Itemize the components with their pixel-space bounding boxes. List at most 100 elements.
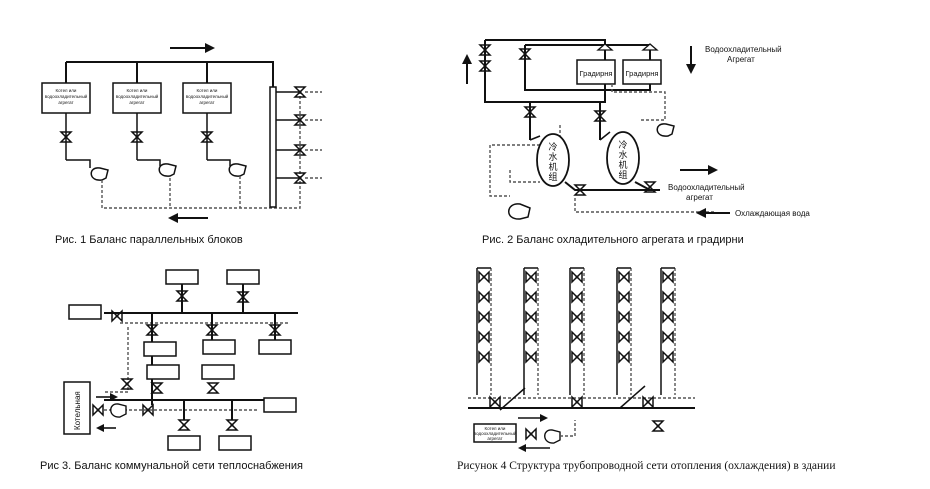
svg-text:водоохладительный: водоохладительный — [116, 93, 159, 99]
svg-text:Градирня: Градирня — [580, 69, 613, 78]
valve-icon — [571, 396, 583, 408]
radiator-valve-icon — [525, 331, 537, 343]
unit-box: Котел или водоохладительный агрегат — [112, 82, 162, 114]
figure-4-building-network: Котел или водоохладительный агрегат Рису… — [457, 267, 835, 472]
spray-head-icon — [641, 43, 659, 51]
radiator-valve-icon — [618, 291, 630, 303]
svg-text:组: 组 — [618, 169, 627, 181]
radiator-valve-icon — [525, 311, 537, 323]
boiler-room: Котельная — [63, 381, 91, 435]
label-unit-top: Агрегат — [727, 55, 755, 64]
distributor-column — [269, 86, 277, 208]
radiator-valve-icon — [662, 331, 674, 343]
spray-head-icon — [596, 43, 614, 51]
consumer-box — [167, 435, 201, 451]
radiator-valve-icon — [478, 331, 490, 343]
figure-3-caption: Рис 3. Баланс коммунальной сети теплосна… — [40, 460, 303, 472]
radiator-valve-icon — [618, 271, 630, 283]
svg-text:водоохладительный: водоохладительный — [474, 430, 517, 436]
radiator-valve-icon — [571, 291, 583, 303]
cooling-tower: Градирня — [622, 59, 662, 85]
radiator-valve-icon — [478, 291, 490, 303]
flow-arrow-right — [170, 43, 215, 53]
valve-icon — [151, 382, 163, 394]
consumer-box — [201, 364, 235, 380]
svg-text:агрегат: агрегат — [58, 100, 73, 105]
radiator-valve-icon — [571, 311, 583, 323]
figure-1-caption: Рис. 1 Баланс параллельных блоков — [55, 234, 243, 246]
radiator-valve-icon — [662, 291, 674, 303]
label-cooling-water: Охлаждающая вода — [735, 209, 810, 218]
pump-icon — [544, 429, 561, 444]
pump-icon — [656, 123, 675, 137]
radiator-valve-icon — [571, 331, 583, 343]
label-chiller-top: Водоохладительный — [705, 45, 782, 54]
svg-text:机: 机 — [618, 159, 627, 171]
valve-icon — [652, 420, 664, 432]
radiator-valve-icon — [662, 311, 674, 323]
radiator-valve-icon — [525, 291, 537, 303]
label-unit-mid: агрегат — [686, 193, 713, 202]
flow-arrow-right — [680, 165, 718, 175]
consumer-box — [202, 339, 236, 355]
valve-icon — [121, 378, 133, 390]
svg-text:机: 机 — [548, 161, 557, 173]
consumer-box — [263, 397, 297, 413]
consumer-box — [258, 339, 292, 355]
svg-text:агрегат: агрегат — [199, 100, 214, 105]
pump-icon — [158, 163, 177, 177]
radiator-valve-icon — [478, 271, 490, 283]
valve-icon — [525, 428, 537, 440]
svg-text:Котел или: Котел или — [197, 88, 218, 93]
svg-text:冷: 冷 — [548, 141, 557, 153]
consumer-box — [165, 269, 199, 285]
flow-arrow-up — [462, 54, 472, 84]
chiller: 冷 水 机 组 — [606, 131, 640, 185]
flow-arrow-left — [518, 444, 550, 452]
pump-icon — [110, 403, 127, 418]
unit-box: Котел или водоохладительный агрегат — [182, 82, 232, 114]
radiator-valve-icon — [618, 311, 630, 323]
radiator-valve-icon — [571, 271, 583, 283]
radiator-valve-icon — [662, 351, 674, 363]
valve-icon — [226, 419, 238, 431]
unit-box: Котел или водоохладительный агрегат — [41, 82, 91, 114]
label-chiller-mid: Водоохладительный — [668, 183, 745, 192]
svg-text:водоохладительный: водоохладительный — [45, 93, 88, 99]
radiator-valve-icon — [525, 351, 537, 363]
pump-icon — [90, 167, 109, 181]
valve-icon — [207, 382, 219, 394]
figure-1-parallel-units: Котел или водоохладительный агрегат Коте… — [41, 43, 322, 246]
pump-icon — [508, 203, 531, 220]
branch-valves — [276, 86, 322, 184]
flow-arrow-left — [96, 424, 116, 432]
svg-text:Котельная: Котельная — [73, 391, 82, 430]
flow-arrow-left — [696, 208, 730, 218]
radiator-valve-icon — [662, 271, 674, 283]
svg-text:агрегат: агрегат — [129, 100, 144, 105]
radiator-valve-icon — [618, 331, 630, 343]
consumer-box — [146, 364, 180, 380]
chiller: 冷 水 机 组 — [536, 133, 570, 187]
radiator-valve-icon — [618, 351, 630, 363]
radiator-valve-icon — [571, 351, 583, 363]
radiator-valve-icon — [478, 311, 490, 323]
figure-2-caption: Рис. 2 Баланс охладительного агрегата и … — [482, 234, 744, 246]
figure-2-chiller-tower: Градирня Градирня Водоохладительный Агре… — [462, 39, 810, 246]
cooling-tower: Градирня — [576, 59, 616, 85]
svg-text:水: 水 — [548, 151, 557, 163]
consumer-box — [68, 304, 102, 320]
flow-arrow-right — [96, 393, 118, 401]
figure-3-district-heating: Котельная Рис 3. Баланс коммунальной сет… — [40, 269, 303, 472]
svg-text:冷: 冷 — [618, 139, 627, 151]
consumer-box — [143, 341, 177, 357]
radiator-valve-icon — [478, 351, 490, 363]
valve-icon — [92, 404, 104, 416]
svg-text:Котел или: Котел или — [485, 426, 506, 431]
flow-arrow-left — [168, 213, 208, 223]
consumer-box — [218, 435, 252, 451]
svg-text:组: 组 — [548, 171, 557, 183]
source-unit-box: Котел или водоохладительный агрегат — [473, 423, 517, 443]
pump-icon — [228, 163, 247, 177]
